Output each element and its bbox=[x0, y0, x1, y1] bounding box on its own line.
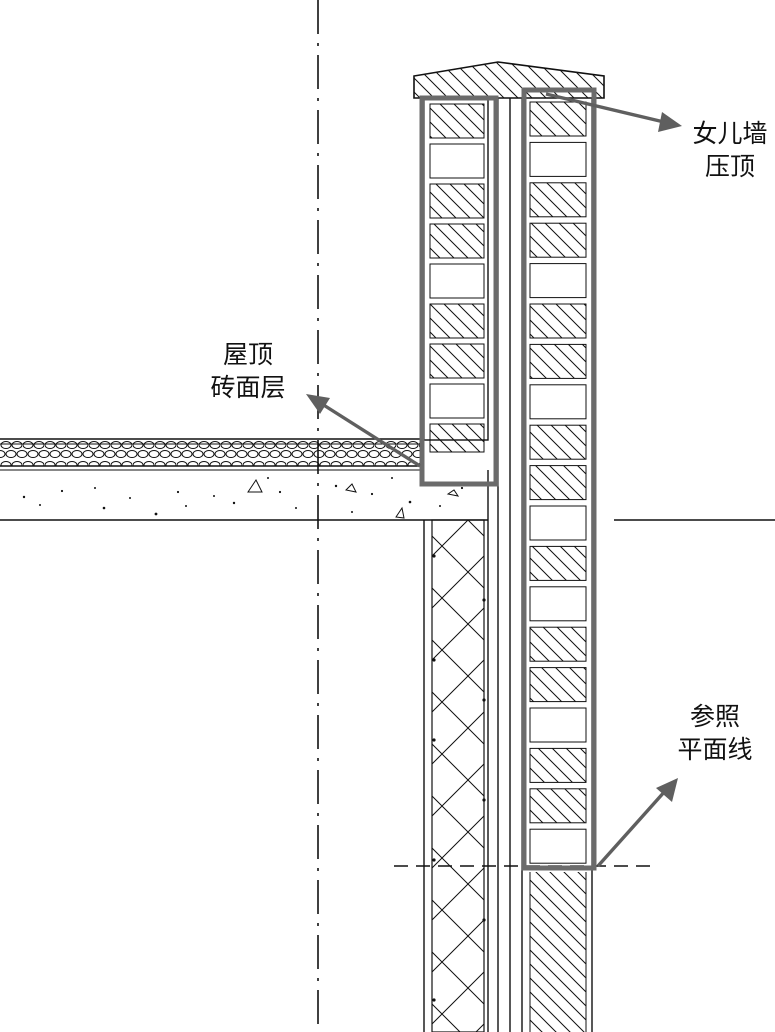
roof-layers bbox=[0, 438, 488, 521]
outer-wall-base bbox=[530, 872, 586, 1032]
outer-brick bbox=[529, 788, 587, 824]
roof-label-line2: 砖面层 bbox=[210, 373, 286, 402]
outer-brick bbox=[529, 545, 587, 581]
outer-brick bbox=[529, 101, 587, 137]
ref-label-line2: 平面线 bbox=[677, 735, 753, 764]
outer-brick bbox=[529, 182, 587, 218]
outer-brick bbox=[529, 222, 587, 258]
inner-parapet-wall bbox=[423, 97, 489, 1032]
outer-brick bbox=[529, 626, 587, 662]
outer-brick bbox=[529, 424, 587, 460]
cavity-lines bbox=[497, 98, 511, 1032]
outer-brick bbox=[529, 747, 587, 783]
callout-arrows bbox=[306, 92, 682, 868]
inner-brick-courses bbox=[429, 103, 485, 453]
roof-label-line1: 屋顶 bbox=[222, 340, 273, 369]
outer-brick bbox=[529, 586, 587, 622]
roof-brick-highlight-frame bbox=[419, 95, 499, 487]
roof-brick-layer-label: 屋顶 砖面层 bbox=[190, 338, 306, 404]
outer-parapet-wall bbox=[521, 98, 593, 1032]
outer-brick bbox=[529, 303, 587, 339]
ref-label-line1: 参照 bbox=[689, 702, 740, 731]
outer-brick bbox=[529, 384, 587, 420]
roof-concrete-slab bbox=[0, 470, 488, 520]
outer-brick bbox=[529, 667, 587, 703]
outer-brick bbox=[529, 505, 587, 541]
outer-brick bbox=[529, 465, 587, 501]
outer-brick bbox=[529, 263, 587, 299]
ref-arrow bbox=[596, 788, 668, 868]
parapet-coping-label: 女儿墙 压顶 bbox=[680, 117, 775, 183]
roof-arrow bbox=[321, 402, 421, 468]
outer-brick bbox=[529, 828, 587, 864]
insulation-wall bbox=[431, 519, 485, 1032]
outer-brick bbox=[529, 707, 587, 743]
parapet-highlight-frame bbox=[521, 87, 597, 871]
concrete-speckle bbox=[22, 477, 464, 516]
insulation-dots bbox=[432, 554, 486, 1002]
outer-brick-courses bbox=[529, 101, 587, 864]
parapet-label-line1: 女儿墙 bbox=[692, 119, 768, 148]
outer-brick bbox=[529, 343, 587, 379]
outer-brick bbox=[529, 141, 587, 177]
parapet-coping bbox=[413, 61, 605, 99]
concrete-aggregate bbox=[247, 479, 460, 519]
parapet-label-line2: 压顶 bbox=[704, 152, 755, 181]
parapet-arrow bbox=[545, 92, 665, 124]
reference-plane-label: 参照 平面线 bbox=[660, 700, 770, 766]
